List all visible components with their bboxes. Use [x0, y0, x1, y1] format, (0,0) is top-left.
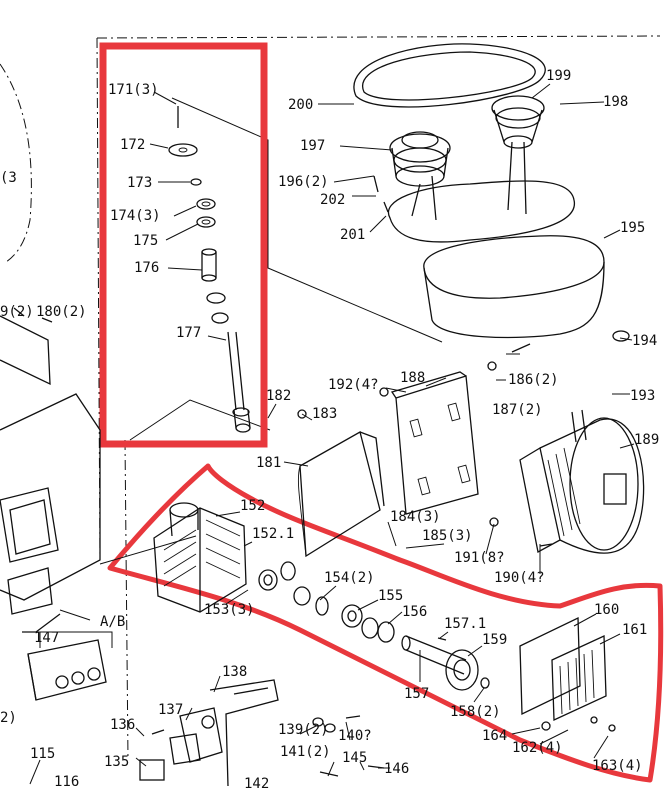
label-135: 135 [104, 754, 129, 770]
label-115: 115 [30, 746, 55, 762]
label-194: 194 [632, 333, 657, 349]
label-161: 161 [622, 622, 647, 638]
label-175: 175 [133, 233, 158, 249]
callout-labels: 171(3) 172 173 174(3) 175 176 177 200 19… [0, 68, 659, 788]
label-partial-left-2: 2) [0, 710, 17, 726]
label-156: 156 [402, 604, 427, 620]
label-173: 173 [127, 175, 152, 191]
label-138: 138 [222, 664, 247, 680]
label-145: 145 [342, 750, 367, 766]
label-190: 190(4? [494, 570, 545, 586]
label-141: 141(2) [280, 744, 331, 760]
spindle-assembly [168, 106, 251, 433]
label-195: 195 [620, 220, 645, 236]
label-200: 200 [288, 97, 313, 113]
label-157-1: 157.1 [444, 616, 486, 632]
label-186: 186(2) [508, 372, 559, 388]
label-201: 201 [340, 227, 365, 243]
label-179-partial: 9(2) [0, 304, 34, 320]
frame-lines [0, 35, 661, 761]
highlight-marks [99, 42, 664, 783]
label-197: 197 [300, 138, 325, 154]
label-146: 146 [384, 761, 409, 777]
label-152-1: 152.1 [252, 526, 294, 542]
label-171: 171(3) [108, 82, 159, 98]
label-139: 139(2) [278, 722, 329, 738]
label-202: 202 [320, 192, 345, 208]
label-199: 199 [546, 68, 571, 84]
label-184: 184(3) [390, 509, 441, 525]
label-partial-left-3: (3 [0, 170, 17, 186]
label-193: 193 [630, 388, 655, 404]
label-191: 191(8? [454, 550, 505, 566]
label-182: 182 [266, 388, 291, 404]
pulley-and-belt [353, 43, 630, 342]
label-136: 136 [110, 717, 135, 733]
label-162: 162(4) [512, 740, 563, 756]
label-177: 177 [176, 325, 201, 341]
gearbox-assembly [153, 502, 616, 732]
label-183: 183 [312, 406, 337, 422]
label-187: 187(2) [492, 402, 543, 418]
highlight-rectangle [99, 42, 268, 448]
label-174: 174(3) [110, 208, 161, 224]
motor-and-mount [297, 343, 645, 558]
label-152: 152 [240, 498, 265, 514]
label-172: 172 [120, 137, 145, 153]
label-142: 142 [244, 776, 269, 788]
label-140: 140? [338, 728, 372, 744]
label-181: 181 [256, 455, 281, 471]
label-160: 160 [594, 602, 619, 618]
label-159: 159 [482, 632, 507, 648]
label-137: 137 [158, 702, 183, 718]
label-153: 153(3) [204, 602, 255, 618]
label-155: 155 [378, 588, 403, 604]
highlight-freehand-loop [107, 463, 664, 783]
label-198: 198 [603, 94, 628, 110]
label-158: 158(2) [450, 704, 501, 720]
label-185: 185(3) [422, 528, 473, 544]
label-189: 189 [634, 432, 659, 448]
label-147: 147 [34, 630, 59, 646]
label-154: 154(2) [324, 570, 375, 586]
label-163: 163(4) [592, 758, 643, 774]
label-164: 164 [482, 728, 507, 744]
base-housing [0, 307, 385, 787]
label-a-b: A/B [100, 614, 125, 630]
label-196: 196(2) [278, 174, 329, 190]
label-180: 180(2) [36, 304, 87, 320]
label-157: 157 [404, 686, 429, 702]
leader-lines [29, 83, 635, 785]
label-188: 188 [400, 370, 425, 386]
label-176: 176 [134, 260, 159, 276]
label-116: 116 [54, 774, 79, 788]
label-192: 192(4? [328, 377, 379, 393]
